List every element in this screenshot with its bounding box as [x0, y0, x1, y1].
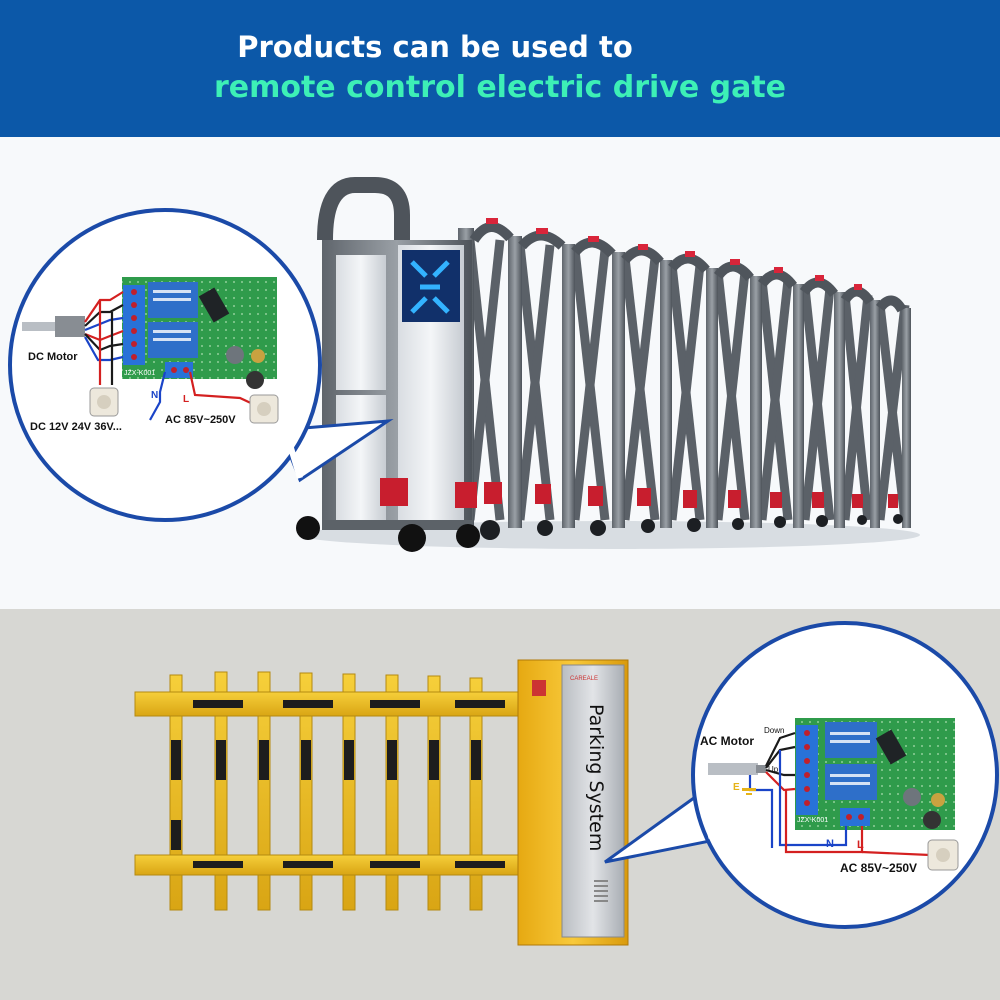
dc-terminal-n: N — [151, 390, 158, 401]
retractable-gate — [296, 177, 920, 552]
cabinet-plate-text: CAREALE — [570, 676, 598, 682]
up-label: Up — [768, 765, 779, 774]
gate-head-wheels — [296, 516, 480, 552]
gate-red-reflectors — [484, 482, 898, 508]
ac-terminal-n: N — [826, 838, 834, 850]
dc-power-label: DC 12V 24V 36V... — [30, 421, 122, 433]
header-banner: Products can be used to remote control e… — [0, 0, 1000, 137]
ac-motor-label: AC Motor — [700, 734, 754, 748]
gate-led-display — [410, 260, 450, 314]
barrier-reflector-strips — [171, 700, 505, 868]
dc-terminal-l: L — [183, 394, 189, 405]
gate-lattice — [465, 239, 910, 521]
gate-red-caps — [486, 218, 862, 290]
ac-wiring-callout: JZX-K001 AC Motor Down Up E — [604, 621, 999, 929]
parking-system-sign: Parking System — [585, 704, 607, 851]
earth-label: E — [733, 782, 740, 793]
parking-sign-panel — [561, 664, 625, 938]
dc-motor-label: DC Motor — [28, 351, 78, 363]
dc-board-model: JZX-K001 — [124, 370, 155, 377]
gate-wheels — [480, 514, 903, 540]
header-title-line1: Products can be used to — [237, 30, 633, 64]
down-label: Down — [764, 726, 784, 735]
ac-board-model: JZX-K001 — [797, 817, 828, 824]
dc-motor-shaft — [22, 322, 82, 331]
dc-ac-power-label: AC 85V~250V — [165, 414, 236, 426]
ac-power-label: AC 85V~250V — [840, 861, 917, 875]
dc-motor-body — [55, 316, 85, 337]
dc-wiring-callout: JZX-K001 DC Motor DC 12V 24V 36V... — [8, 208, 394, 522]
barrier-verticals — [169, 671, 483, 911]
gate-arches — [469, 222, 907, 313]
ac-terminal-l: L — [857, 839, 864, 851]
ac-motor-body — [708, 763, 758, 775]
barrier-gate: CAREALE Parking System — [134, 659, 629, 946]
cabinet-vents — [594, 880, 608, 902]
gate-head-unit — [317, 177, 477, 530]
header-title-line2: remote control electric drive gate — [213, 70, 787, 105]
